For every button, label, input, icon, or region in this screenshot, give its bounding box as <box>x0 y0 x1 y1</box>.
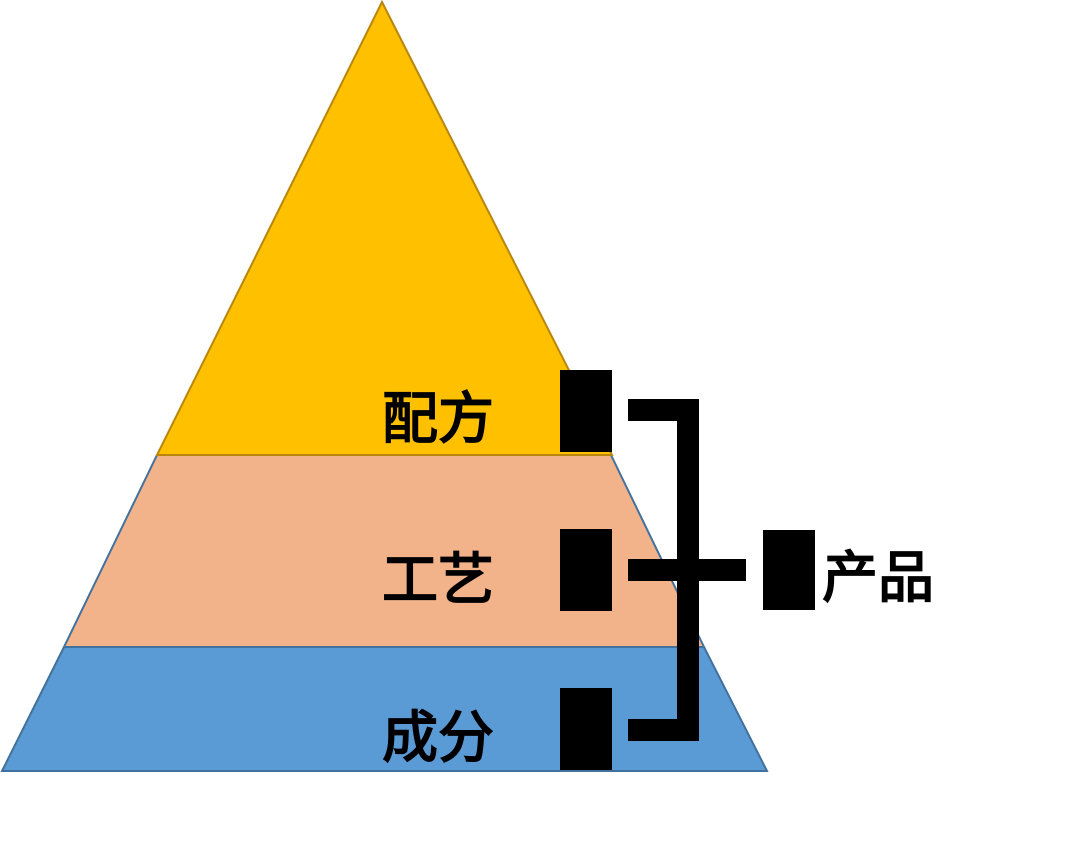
layer-marker-top <box>560 370 612 452</box>
layer-label-middle: 工艺 <box>382 548 494 613</box>
layer-label-bottom: 成分 <box>382 706 494 771</box>
product-marker <box>763 530 815 610</box>
layer-label-top: 配方 <box>382 387 494 452</box>
layer-marker-middle <box>560 529 612 611</box>
product-label: 产品 <box>822 546 934 611</box>
pyramid-layer-top <box>155 0 614 456</box>
layer-marker-bottom <box>560 688 612 770</box>
